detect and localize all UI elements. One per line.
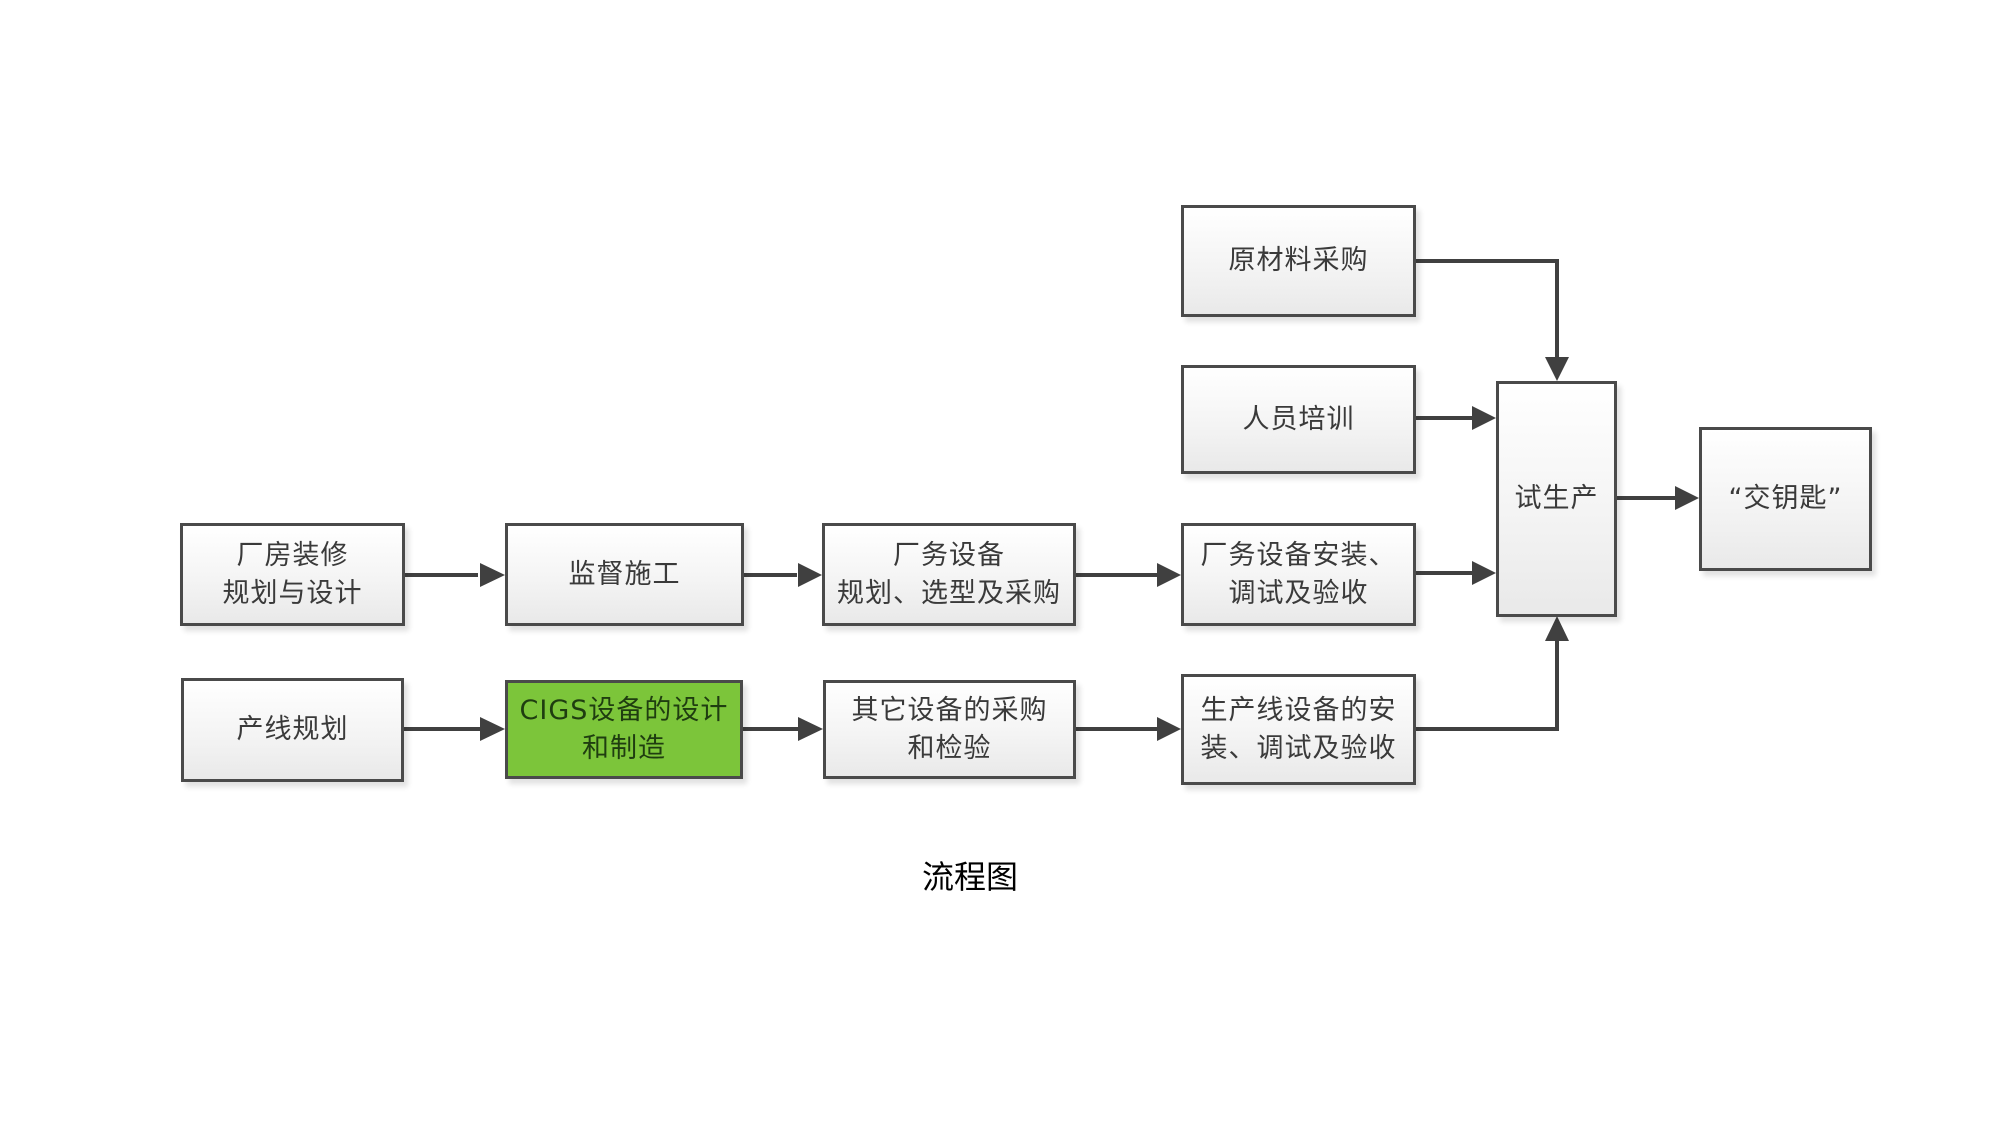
arrowhead-icon [1472,561,1496,585]
diagram-caption: 流程图 [921,858,1018,896]
node-raw-material: 原材料采购 [1181,205,1416,317]
node-staff-training: 人员培训 [1181,365,1416,474]
arrowhead-icon [1545,357,1569,381]
arrowhead-icon [1472,406,1496,430]
node-line-equipment-install: 生产线设备的安 装、调试及验收 [1181,674,1416,785]
node-line-planning: 产线规划 [181,678,404,782]
edge-raw-material-to-trial [1415,259,1559,358]
node-facility-equipment-planning: 厂务设备 规划、选型及采购 [822,523,1076,626]
arrowhead-icon [1675,486,1699,510]
arrowhead-icon [798,717,823,741]
node-construction-supervision: 监督施工 [505,523,744,626]
node-trial-production: 试生产 [1496,381,1617,617]
arrowhead-icon [1157,563,1181,587]
node-cigs-equipment: CIGS设备的设计 和制造 [505,680,743,779]
node-factory-renovation: 厂房装修 规划与设计 [180,523,405,626]
arrowhead-icon [1545,616,1569,641]
arrowhead-icon [798,563,822,587]
node-other-equipment: 其它设备的采购 和检验 [823,680,1076,779]
arrowhead-icon [480,563,505,587]
arrowhead-icon [1157,717,1181,741]
arrowhead-icon [480,717,505,741]
node-facility-equipment-install: 厂务设备安装、 调试及验收 [1181,523,1416,626]
node-turnkey: “交钥匙” [1699,427,1872,571]
edge-line-install-to-trial [1415,640,1559,731]
